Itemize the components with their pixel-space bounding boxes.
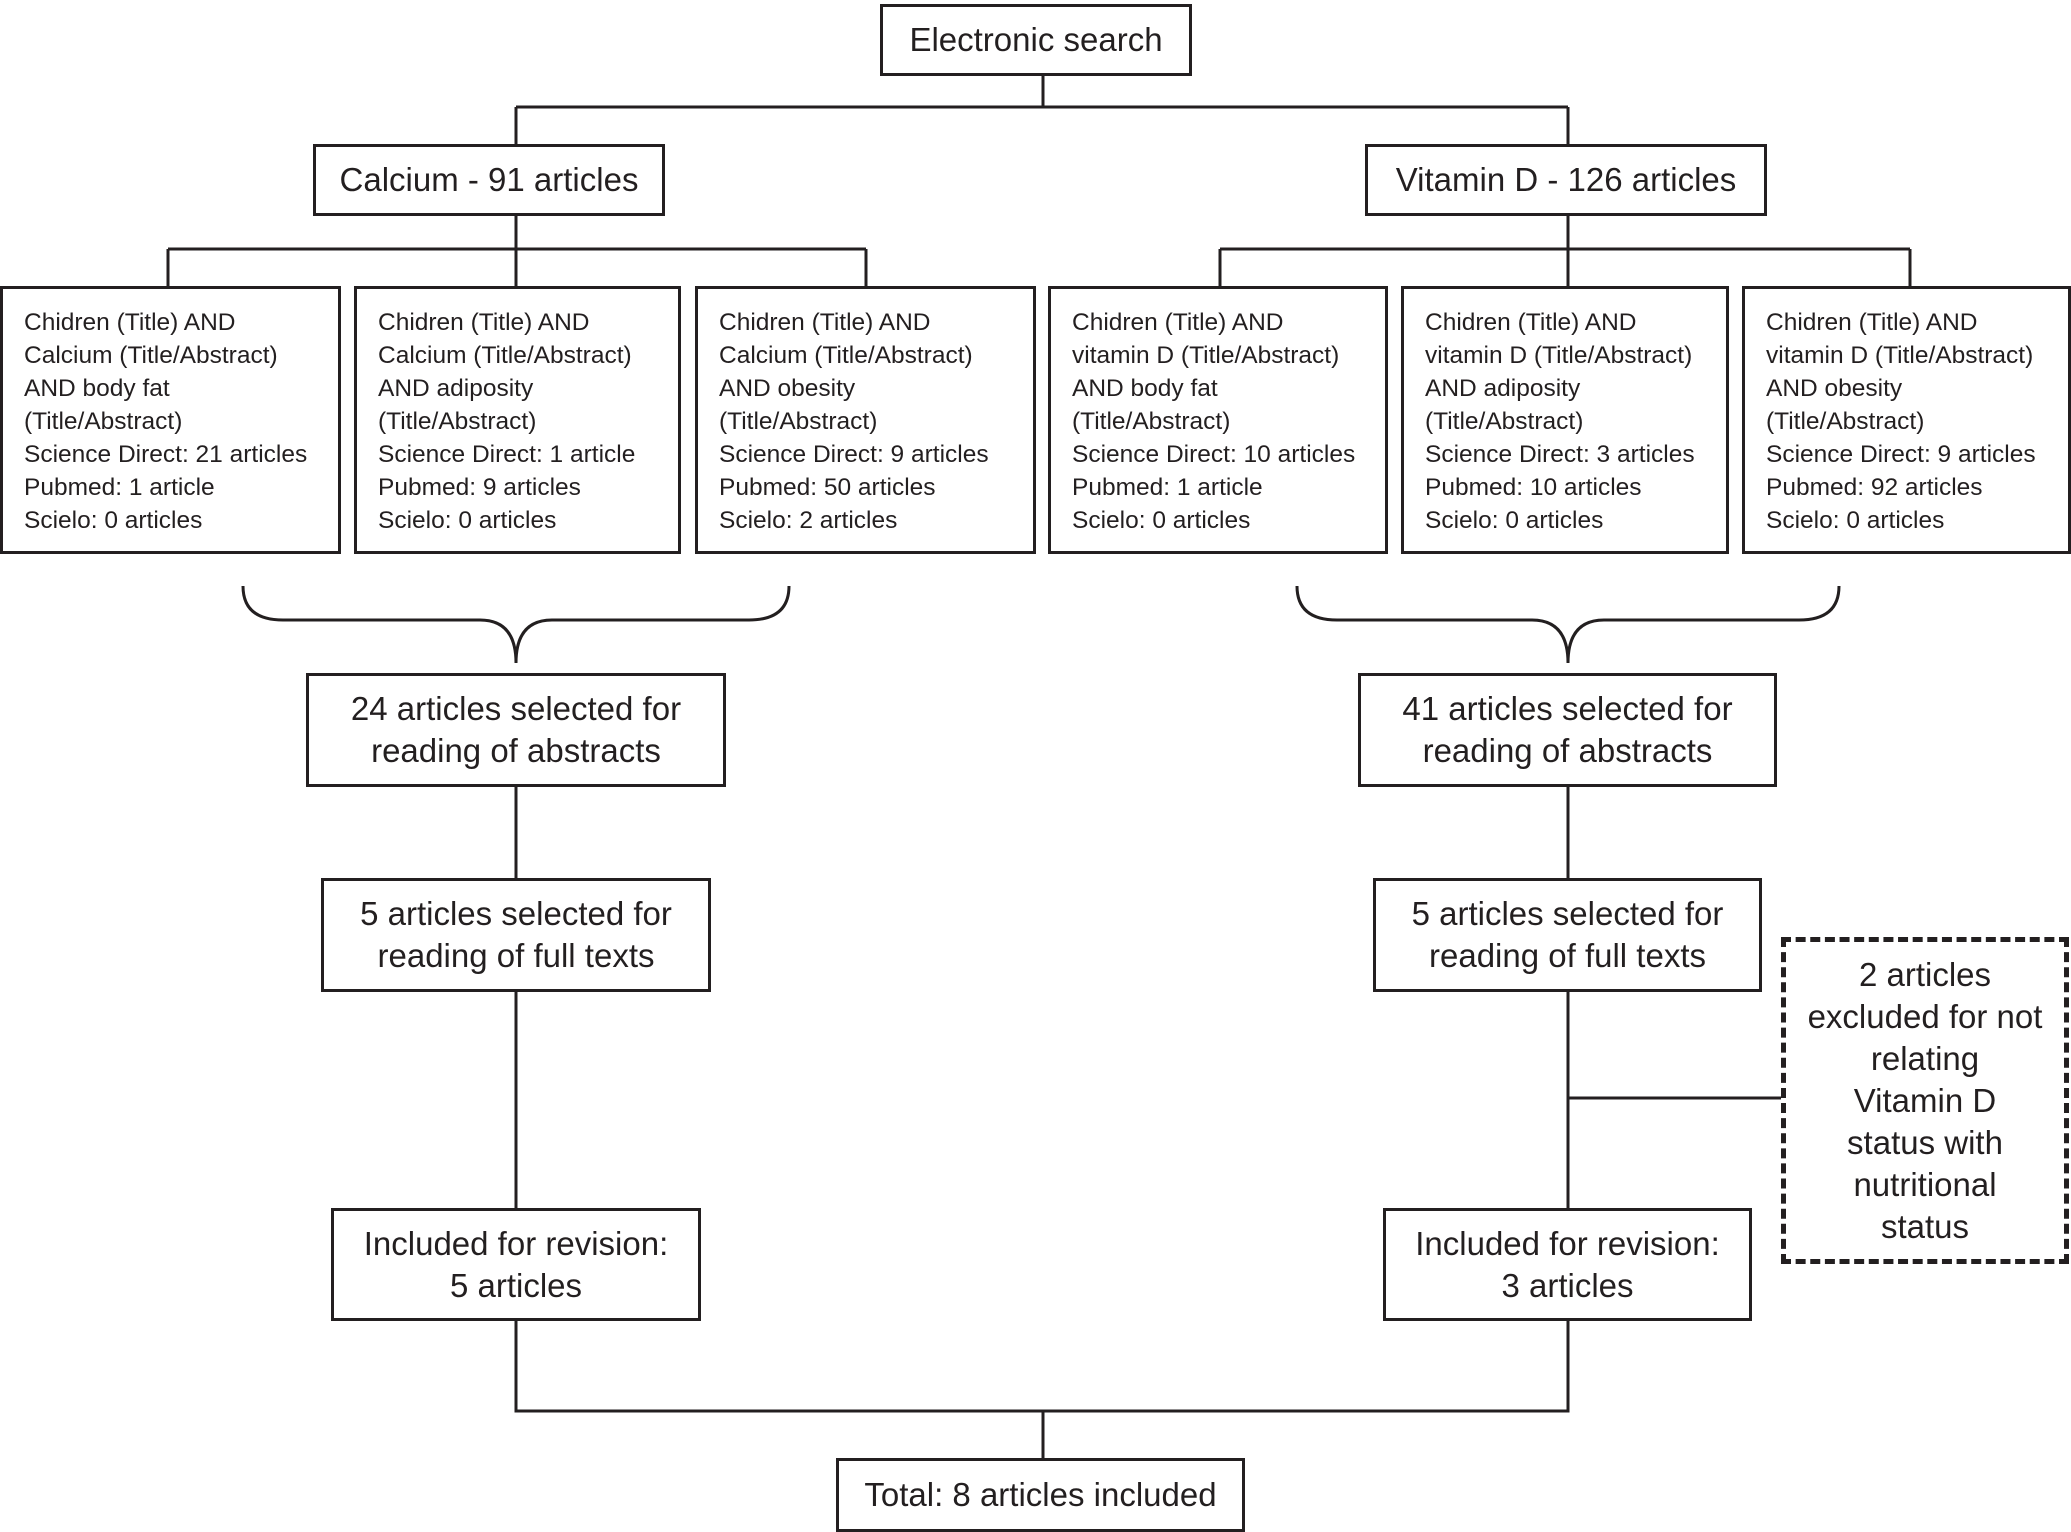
- query-line: vitamin D (Title/Abstract): [1766, 342, 2034, 369]
- query-line: (Title/Abstract): [24, 408, 183, 435]
- query-line: Chidren (Title) AND: [378, 309, 590, 336]
- scielo-count: Scielo: 0 articles: [1766, 507, 1945, 534]
- query-line: Chidren (Title) AND: [719, 309, 931, 336]
- included-line: Included for revision:: [363, 1224, 669, 1262]
- query-line: AND obesity: [719, 375, 856, 402]
- query-line: (Title/Abstract): [1072, 408, 1231, 435]
- vitamin-d-header-label: Vitamin D - 126 articles: [1395, 161, 1737, 198]
- query-line: (Title/Abstract): [1766, 408, 1925, 435]
- excluded-line: status: [1880, 1207, 1970, 1245]
- vitamin-d-fulltexts-box: 5 articles selected for reading of full …: [1373, 878, 1762, 992]
- query-line: Calcium (Title/Abstract): [24, 342, 278, 369]
- abstracts-line: reading of abstracts: [371, 732, 661, 769]
- scielo-count: Scielo: 0 articles: [1072, 507, 1251, 534]
- connector-calcium-queries: [166, 216, 868, 286]
- calcium-header-box: Calcium - 91 articles: [313, 144, 665, 216]
- fulltexts-line: 5 articles selected for: [1411, 895, 1724, 932]
- connector-vitamin-d-queries: [1218, 216, 1912, 286]
- query-line: Calcium (Title/Abstract): [719, 342, 973, 369]
- calcium-brace: [241, 585, 791, 664]
- excluded-line: 2 articles: [1858, 955, 1992, 993]
- abstracts-line: 41 articles selected for: [1402, 690, 1733, 727]
- pubmed-count: Pubmed: 1 article: [1072, 474, 1263, 501]
- science-direct-count: Science Direct: 3 articles: [1425, 441, 1695, 468]
- query-line: Calcium (Title/Abstract): [378, 342, 632, 369]
- electronic-search-box: Electronic search: [880, 4, 1192, 76]
- science-direct-count: Science Direct: 1 article: [378, 441, 636, 468]
- abstracts-line: reading of abstracts: [1422, 732, 1713, 769]
- science-direct-count: Science Direct: 21 articles: [24, 441, 308, 468]
- query-line: AND obesity: [1766, 375, 1903, 402]
- fulltexts-line: reading of full texts: [1429, 937, 1706, 974]
- abstracts-line: 24 articles selected for: [350, 690, 682, 727]
- excluded-line: excluded for not: [1807, 997, 2043, 1035]
- query-line: AND body fat: [1072, 375, 1218, 402]
- vitamin-d-brace: [1295, 585, 1841, 664]
- excluded-line: nutritional: [1853, 1165, 1997, 1203]
- calcium-adiposity-query-box: Chidren (Title) AND Calcium (Title/Abstr…: [354, 286, 681, 554]
- calcium-header-label: Calcium - 91 articles: [339, 161, 639, 198]
- included-line: 5 articles: [449, 1266, 583, 1304]
- query-line: vitamin D (Title/Abstract): [1072, 342, 1340, 369]
- pubmed-count: Pubmed: 50 articles: [719, 474, 936, 501]
- scielo-count: Scielo: 0 articles: [1425, 507, 1604, 534]
- pubmed-count: Pubmed: 9 articles: [378, 474, 581, 501]
- query-line: Chidren (Title) AND: [1425, 309, 1637, 336]
- connector-root: [514, 76, 1570, 144]
- total-label: Total: 8 articles included: [864, 1476, 1217, 1513]
- query-line: (Title/Abstract): [378, 408, 537, 435]
- query-line: AND adiposity: [378, 375, 534, 402]
- scielo-count: Scielo: 2 articles: [719, 507, 898, 534]
- vitamin-d-abstracts-box: 41 articles selected for reading of abst…: [1358, 673, 1777, 787]
- vitamin-d-obesity-query-box: Chidren (Title) AND vitamin D (Title/Abs…: [1742, 286, 2071, 554]
- query-line: AND body fat: [24, 375, 170, 402]
- vitamin-d-header-box: Vitamin D - 126 articles: [1365, 144, 1767, 216]
- total-box: Total: 8 articles included: [836, 1458, 1245, 1532]
- calcium-abstracts-box: 24 articles selected for reading of abst…: [306, 673, 726, 787]
- vitamin-d-included-box: Included for revision: 3 articles: [1383, 1208, 1752, 1321]
- pubmed-count: Pubmed: 1 article: [24, 474, 215, 501]
- pubmed-count: Pubmed: 10 articles: [1425, 474, 1642, 501]
- scielo-count: Scielo: 0 articles: [378, 507, 557, 534]
- calcium-fulltexts-box: 5 articles selected for reading of full …: [321, 878, 711, 992]
- calcium-body-fat-query-box: Chidren (Title) AND Calcium (Title/Abstr…: [0, 286, 341, 554]
- query-line: (Title/Abstract): [1425, 408, 1584, 435]
- query-line: Chidren (Title) AND: [24, 309, 236, 336]
- query-line: Chidren (Title) AND: [1072, 309, 1284, 336]
- pubmed-count: Pubmed: 92 articles: [1766, 474, 1983, 501]
- vitamin-d-body-fat-query-box: Chidren (Title) AND vitamin D (Title/Abs…: [1048, 286, 1388, 554]
- connector-total: [514, 1321, 1570, 1458]
- vitamin-d-excluded-box: 2 articles excluded for not relating Vit…: [1781, 937, 2069, 1264]
- electronic-search-label: Electronic search: [909, 21, 1163, 58]
- science-direct-count: Science Direct: 9 articles: [719, 441, 989, 468]
- fulltexts-line: 5 articles selected for: [360, 895, 672, 932]
- fulltexts-line: reading of full texts: [377, 937, 655, 974]
- scielo-count: Scielo: 0 articles: [24, 507, 203, 534]
- query-line: Chidren (Title) AND: [1766, 309, 1978, 336]
- science-direct-count: Science Direct: 10 articles: [1072, 441, 1356, 468]
- excluded-line: relating: [1870, 1039, 1980, 1077]
- calcium-obesity-query-box: Chidren (Title) AND Calcium (Title/Abstr…: [695, 286, 1036, 554]
- query-line: AND adiposity: [1425, 375, 1581, 402]
- vitamin-d-adiposity-query-box: Chidren (Title) AND vitamin D (Title/Abs…: [1401, 286, 1729, 554]
- excluded-line: status with: [1847, 1123, 2003, 1161]
- query-line: (Title/Abstract): [719, 408, 878, 435]
- included-line: 3 articles: [1501, 1266, 1634, 1304]
- science-direct-count: Science Direct: 9 articles: [1766, 441, 2036, 468]
- calcium-included-box: Included for revision: 5 articles: [331, 1208, 701, 1321]
- excluded-line: Vitamin D: [1853, 1081, 1997, 1119]
- query-line: vitamin D (Title/Abstract): [1425, 342, 1693, 369]
- included-line: Included for revision:: [1415, 1224, 1720, 1262]
